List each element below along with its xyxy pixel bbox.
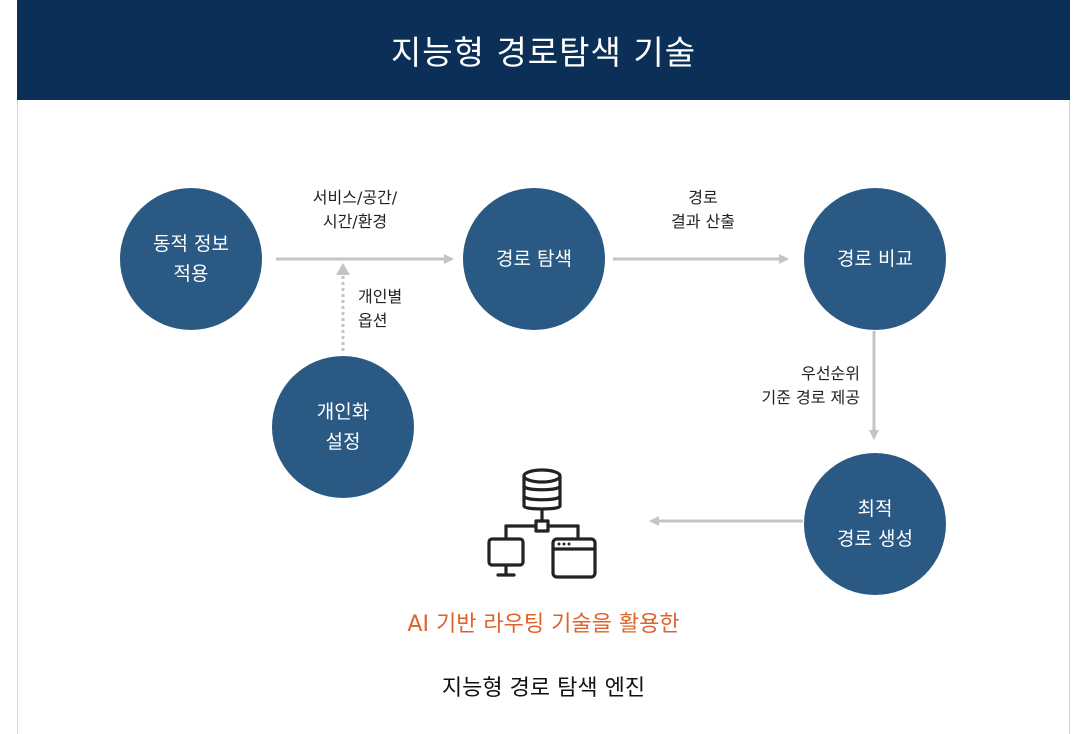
node-optimal-route-line1: 최적 — [857, 498, 893, 520]
edge-label-search-to-compare-line1: 경로 — [688, 188, 718, 207]
edge-label-dynamic-to-search-line2: 시간/환경 — [322, 212, 388, 231]
node-dynamic-info-line1: 동적 정보 — [153, 233, 229, 255]
edge-label-dynamic-to-search: 서비스/공간/ 시간/환경 — [280, 186, 430, 234]
node-dynamic-info: 동적 정보 적용 — [120, 188, 262, 330]
edge-label-personal-option-line1: 개인별 — [358, 287, 403, 306]
node-route-search: 경로 탐색 — [463, 188, 605, 330]
server-network-icon — [487, 468, 597, 579]
edge-label-personal-option-line2: 옵션 — [358, 311, 388, 330]
edge-label-search-to-compare-line2: 결과 산출 — [671, 212, 735, 231]
edge-label-compare-to-optimal: 우선순위 기준 경로 제공 — [690, 362, 861, 410]
edge-label-dynamic-to-search-line1: 서비스/공간/ — [312, 188, 398, 207]
edge-label-compare-to-optimal-line2: 기준 경로 제공 — [761, 388, 861, 407]
engine-caption-highlight: AI 기반 라우팅 기술을 활용한 — [407, 612, 680, 637]
edge-label-personal-option: 개인별 옵션 — [358, 285, 438, 333]
diagram-frame — [17, 0, 1070, 734]
edge-label-compare-to-optimal-line1: 우선순위 — [801, 364, 860, 383]
node-personalization: 개인화 설정 — [272, 356, 414, 498]
node-personalization-line1: 개인화 — [316, 401, 370, 423]
node-personalization-line2: 설정 — [325, 431, 361, 453]
node-route-search-label: 경로 탐색 — [496, 248, 572, 270]
arrow-personal-option-head — [336, 263, 350, 275]
engine-caption: 지능형 경로 탐색 엔진 — [441, 676, 646, 701]
title-bar: 지능형 경로탐색 기술 — [17, 0, 1070, 100]
node-dynamic-info-line2: 적용 — [173, 263, 209, 285]
node-route-compare-label: 경로 비교 — [837, 248, 913, 270]
page-title: 지능형 경로탐색 기술 — [390, 33, 697, 72]
node-route-compare: 경로 비교 — [804, 188, 946, 330]
node-optimal-route: 최적 경로 생성 — [804, 453, 946, 595]
node-optimal-route-line2: 경로 생성 — [837, 528, 913, 550]
edge-label-search-to-compare: 경로 결과 산출 — [628, 186, 778, 234]
